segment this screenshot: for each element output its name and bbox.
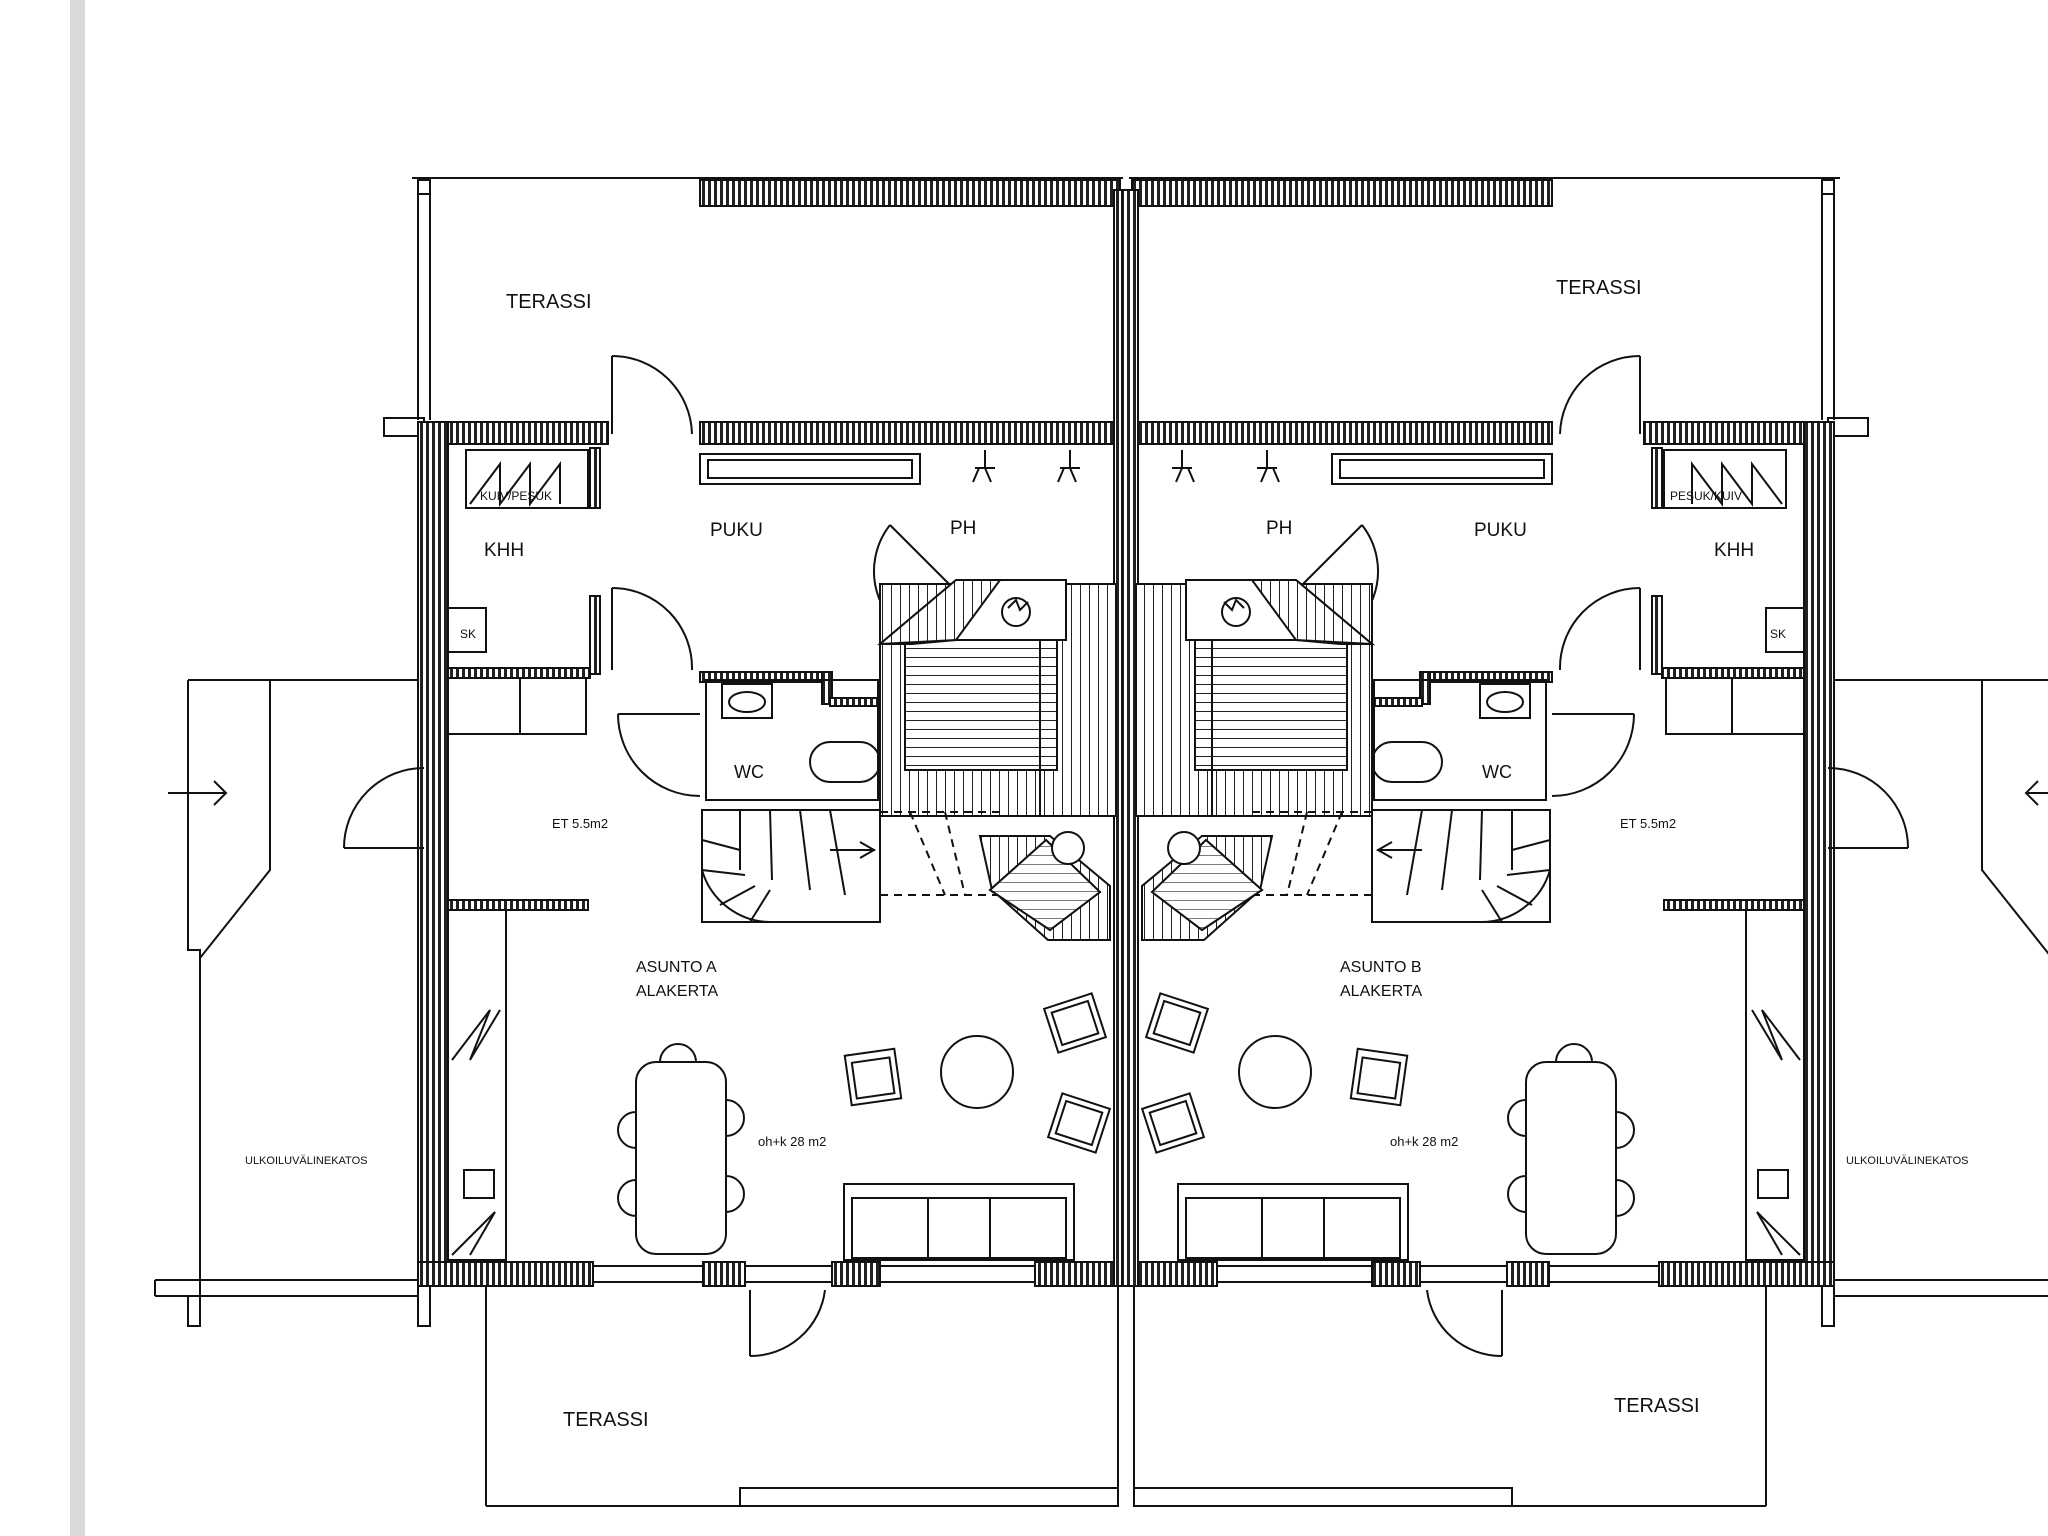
wall-bottom-2 <box>702 1261 746 1287</box>
entry-label: ET 5.5m2 <box>552 816 608 831</box>
apartment-title-line1: ASUNTO B <box>1340 959 1422 976</box>
wall-left <box>417 421 449 1287</box>
armchairs <box>843 992 1112 1154</box>
sk-label: SK <box>460 627 476 641</box>
coffee-table <box>940 1035 1014 1109</box>
wall-bottom-3 <box>831 1261 881 1287</box>
window-puku-inner <box>707 459 913 479</box>
kitchen-counter <box>447 909 507 1261</box>
canopy-label: ULKOILUVÄLINEKATOS <box>1846 1155 1968 1167</box>
sk-label: SK <box>1770 627 1786 641</box>
wall-bottom-4 <box>1034 1261 1121 1287</box>
viewer-edge-bar <box>70 0 85 1536</box>
wall-khh-bottom <box>447 667 591 679</box>
shelf-zigzag <box>469 461 561 507</box>
puku-label: PUKU <box>1474 520 1527 541</box>
shelf-label: PESUK/KUIV <box>1670 489 1742 503</box>
apartment-b-labels: TERASSI KHH PUKU PH WC ET 5.5m2 ASUNTO B… <box>1266 277 1968 1417</box>
window-puku <box>699 453 921 485</box>
sauna-room <box>877 579 1117 817</box>
kitchen-sink <box>463 1169 495 1199</box>
wall-wc-jog <box>821 671 833 705</box>
khh-label: KHH <box>484 540 524 561</box>
wall-khh-lower <box>589 595 601 675</box>
staircase <box>701 809 1000 924</box>
wall-khh-puku <box>589 447 601 509</box>
puku-label: PUKU <box>710 520 763 541</box>
canopy <box>154 679 431 1327</box>
apartment-b-plan <box>1121 177 2048 1507</box>
door-entry <box>343 767 425 849</box>
apartment-title-line1: ASUNTO A <box>636 959 717 976</box>
wc-label: WC <box>1482 762 1512 782</box>
apartment-a-plan: TERASSI KHH PUKU PH WC ET 5.5m2 ASUNTO A… <box>154 177 1131 1507</box>
apartment-title-line2: ALAKERTA <box>636 983 718 1000</box>
wall-top-right <box>699 421 1119 445</box>
terrace-top-outline <box>412 177 1123 420</box>
terrace-top-screen-wall <box>699 179 1121 207</box>
sauna-stove <box>1001 597 1031 627</box>
wall-bottom-1 <box>417 1261 594 1287</box>
door-terrace-top <box>611 355 693 435</box>
wall-entry-bottom <box>447 899 589 911</box>
terrace-top-label: TERASSI <box>506 291 592 313</box>
terrace-bottom-outline <box>485 1286 1119 1507</box>
living-label: oh+k 28 m2 <box>758 1134 826 1149</box>
dining-table <box>617 1043 745 1255</box>
wc-room <box>705 679 879 801</box>
fireplace <box>978 831 1111 941</box>
terrace-top-label: TERASSI <box>1556 277 1642 299</box>
wc-label: WC <box>734 762 764 782</box>
wall-top-left <box>423 421 609 445</box>
shelf-khh <box>465 449 589 509</box>
windows-bottom <box>592 1265 1036 1283</box>
sofa <box>843 1183 1075 1261</box>
sk-cabinet <box>447 607 487 653</box>
wc-sink <box>721 683 773 719</box>
entry-label: ET 5.5m2 <box>1620 816 1676 831</box>
terrace-bottom-label: TERASSI <box>563 1409 649 1431</box>
living-label: oh+k 28 m2 <box>1390 1134 1458 1149</box>
arrow-icon <box>168 780 228 806</box>
door-khh <box>611 587 694 671</box>
shower-icon <box>972 450 1080 483</box>
wc-toilet <box>809 741 881 783</box>
canopy-label: ULKOILUVÄLINEKATOS <box>245 1155 367 1167</box>
terrace-bottom-label: TERASSI <box>1614 1395 1700 1417</box>
wc-sink-bowl <box>728 691 766 713</box>
door-terrace-bottom <box>749 1289 826 1358</box>
wall-wc-top2 <box>829 697 881 707</box>
entry-bench <box>447 677 587 735</box>
door-wc <box>617 713 701 797</box>
apartment-title-line2: ALAKERTA <box>1340 983 1422 1000</box>
shelf-label: KUIV/PESUK <box>480 489 552 503</box>
ph-label: PH <box>950 518 976 539</box>
ph-label: PH <box>1266 518 1292 539</box>
khh-label: KHH <box>1714 540 1754 561</box>
